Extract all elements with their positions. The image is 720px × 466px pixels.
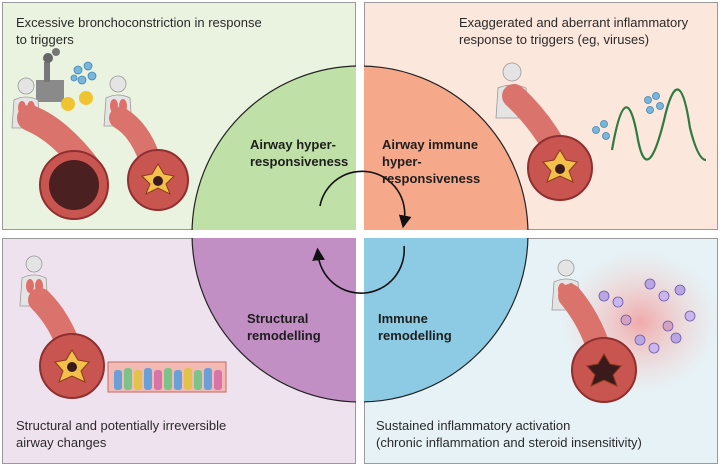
- inflammation-wave-icon: [610, 88, 707, 162]
- quadrant-bottom-left: [191, 233, 361, 403]
- label-structural-remodelling: Structural remodelling: [247, 311, 321, 343]
- caption-sustained-inflammatory-activation: Sustained inflammatory activation (chron…: [376, 418, 642, 450]
- quadrant-bottom-right: [359, 233, 529, 403]
- airway-tube-icon: [502, 84, 593, 201]
- caption-excessive-bronchoconstriction: Excessive bronchoconstriction in respons…: [16, 15, 262, 47]
- airway-tube-icon: [17, 105, 189, 220]
- airway-tube-icon: [558, 284, 637, 403]
- immune-cell-icon: [598, 278, 696, 354]
- airway-tube-icon: [28, 288, 105, 399]
- virus-icon: [70, 61, 97, 85]
- label-airway-hyperresponsiveness: Airway hyper- responsiveness: [250, 137, 349, 169]
- caption-structural-changes: Structural and potentially irreversible …: [16, 418, 227, 450]
- label-airway-immune-hyperresponsiveness: Airway immune hyper- responsiveness: [382, 137, 481, 186]
- pollen-icon: [61, 91, 93, 111]
- caption-exaggerated-inflammatory-response: Exaggerated and aberrant inflammatory re…: [459, 15, 689, 47]
- quadrant-top-left: [191, 65, 361, 235]
- cycle-arrow-icon: [312, 170, 412, 294]
- virus-icon: [592, 92, 664, 140]
- pollution-icon: [36, 48, 64, 102]
- epithelium-icon: [107, 361, 227, 393]
- label-immune-remodelling: Immune remodelling: [378, 311, 452, 343]
- quadrant-top-right: [359, 65, 529, 235]
